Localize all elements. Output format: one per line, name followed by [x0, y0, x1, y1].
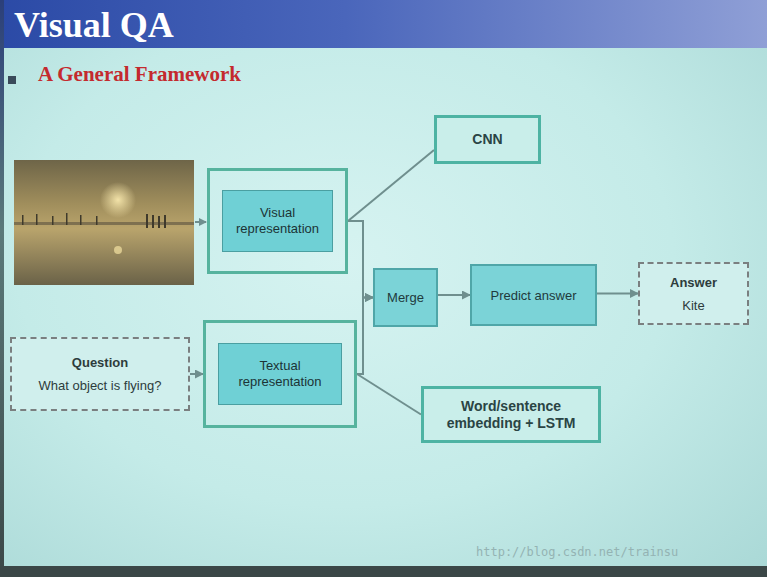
representation-frame: Textual representation [203, 320, 357, 428]
model-box: Word/sentence embedding + LSTM [421, 386, 601, 443]
input-arrow [195, 221, 206, 223]
node-text: CNN [472, 131, 502, 148]
representation-frame: Visual representation [207, 168, 348, 274]
sunset-photo [14, 160, 194, 285]
node-subtext: What object is flying? [39, 378, 162, 393]
process-box: Predict answer [470, 264, 597, 326]
connector-line [357, 374, 421, 415]
flow-arrow [190, 373, 203, 375]
node-text: Question [72, 355, 128, 370]
node-text: Merge [387, 290, 424, 305]
screen-edge [0, 566, 767, 577]
representation-box: Visual representation [222, 190, 333, 252]
node-text: Word/sentence embedding + LSTM [434, 398, 588, 432]
bullet-square [8, 76, 16, 84]
node-text: Predict answer [491, 288, 577, 303]
input-box: QuestionWhat object is flying? [10, 337, 190, 411]
process-box: Merge [373, 268, 438, 327]
flow-arrow [438, 294, 470, 296]
screen-edge [0, 0, 4, 577]
slide-title: Visual QA [14, 4, 174, 46]
representation-box: Textual representation [218, 343, 342, 405]
flow-arrow [348, 221, 373, 298]
flow-arrow [597, 293, 638, 295]
flow-arrow [357, 298, 373, 375]
connector-line [348, 150, 434, 221]
node-subtext: Kite [682, 298, 704, 313]
node-text: Answer [670, 275, 717, 290]
subtitle: A General Framework [38, 62, 241, 87]
model-box: CNN [434, 115, 541, 164]
output-box: AnswerKite [638, 262, 749, 325]
watermark: http://blog.csdn.net/trainsu [476, 545, 678, 559]
